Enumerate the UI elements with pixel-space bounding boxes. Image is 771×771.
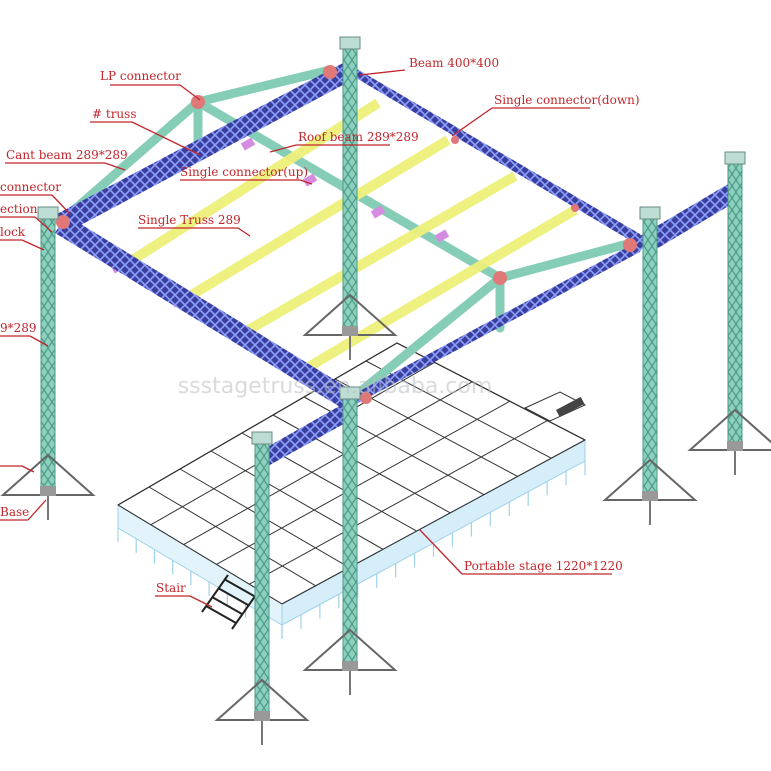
column-truss (342, 44, 358, 331)
column-top-cap (339, 386, 361, 400)
column-base-plate (342, 661, 358, 671)
beam-back-left (55, 62, 356, 233)
tower-column (302, 386, 398, 695)
beam-front-right (345, 235, 650, 410)
label-connector-left: connector (0, 180, 61, 194)
column-truss (642, 214, 658, 496)
label-column-289: 9*289 (0, 321, 37, 335)
label-stair: Stair (156, 581, 186, 595)
beam-front-left (55, 215, 356, 410)
column-base-plate (40, 486, 56, 496)
connectors (56, 65, 637, 404)
beam-cantilever-front (262, 400, 358, 466)
column-truss (727, 159, 743, 446)
column-truss (254, 439, 270, 716)
label-base-left: Base (0, 505, 29, 519)
column-base-plate (642, 491, 658, 501)
leader-lines (0, 69, 612, 608)
label-section-left: ection (0, 202, 38, 216)
label-single-truss: Single Truss 289 (138, 213, 241, 227)
tower-column (602, 206, 698, 525)
tower-column (0, 206, 96, 520)
stage-control-box (523, 391, 587, 422)
column-top-cap (251, 431, 273, 445)
column-top-cap (37, 206, 59, 220)
tower-column (687, 151, 771, 475)
beam-cantilever (640, 180, 742, 254)
column-base-plate (727, 441, 743, 451)
label-single-connector-up: Single connector(up) (180, 165, 308, 179)
stage-grid-line (117, 342, 398, 506)
beam-back-right (345, 62, 650, 252)
tower-column (302, 36, 398, 360)
column-top-cap (339, 36, 361, 50)
label-hash-truss: # truss (92, 107, 136, 121)
stage-grid-line (148, 486, 316, 587)
stage-grid-line (248, 420, 548, 585)
label-roof-beam: Roof beam 289*289 (298, 130, 419, 144)
stair (201, 574, 259, 630)
column-truss (342, 394, 358, 666)
tower-columns (0, 36, 771, 745)
label-single-connector-down: Single connector(down) (494, 93, 640, 107)
label-lp-connector: LP connector (100, 69, 181, 83)
label-cant-beam: Cant beam 289*289 (6, 148, 128, 162)
label-beam-400: Beam 400*400 (409, 56, 499, 70)
callout-labels: LP connector Beam 400*400 Single connect… (0, 56, 640, 595)
stage-grid-line (281, 439, 586, 605)
column-truss (40, 214, 56, 491)
column-top-cap (724, 151, 746, 165)
column-base-plate (254, 711, 270, 721)
column-base-plate (342, 326, 358, 336)
tower-column (214, 431, 310, 745)
label-portable-stage: Portable stage 1220*1220 (464, 559, 623, 573)
label-block-left: lock (0, 225, 26, 239)
single-trusses (117, 98, 578, 377)
column-top-cap (639, 206, 661, 220)
stage-grid-line (183, 381, 473, 546)
watermark-text: ssstagetruss.en.alibaba.com (178, 374, 493, 399)
